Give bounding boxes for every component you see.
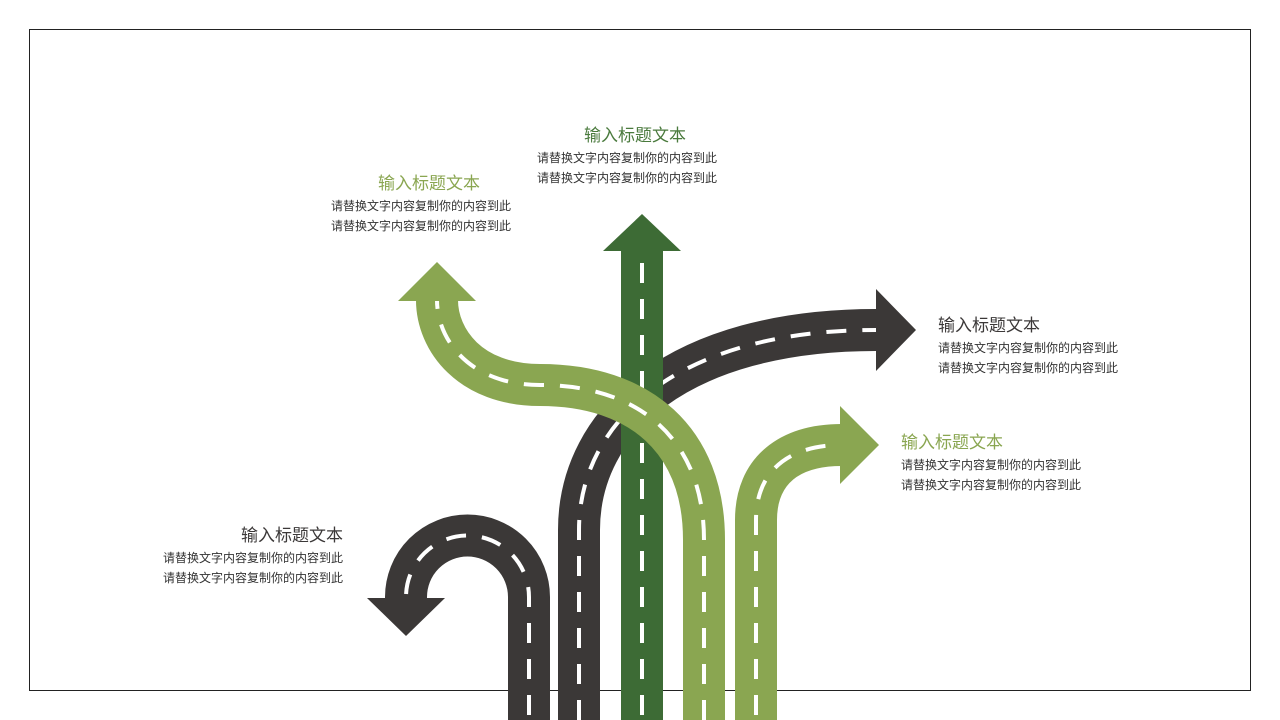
text-block-bottom-left: 输入标题文本 请替换文字内容复制你的内容到此 请替换文字内容复制你的内容到此 <box>143 524 343 588</box>
block-title: 输入标题文本 <box>584 126 686 146</box>
text-block-top-center: 输入标题文本 请替换文字内容复制你的内容到此 请替换文字内容复制你的内容到此 <box>537 124 733 188</box>
road-dark-green-up <box>603 214 681 720</box>
block-text-line: 请替换文字内容复制你的内容到此 <box>331 219 512 233</box>
arrow-down-icon <box>367 598 445 636</box>
arrow-up-left-icon <box>398 262 476 301</box>
arrow-right-icon <box>876 289 916 371</box>
block-title: 输入标题文本 <box>901 433 1003 453</box>
block-title: 输入标题文本 <box>938 316 1040 336</box>
block-text-line: 请替换文字内容复制你的内容到此 <box>901 458 1082 472</box>
text-block-right-upper: 输入标题文本 请替换文字内容复制你的内容到此 请替换文字内容复制你的内容到此 <box>938 314 1138 378</box>
road-dark-uturn <box>367 514 550 720</box>
block-text-line: 请替换文字内容复制你的内容到此 <box>537 171 718 185</box>
block-title: 输入标题文本 <box>378 174 480 194</box>
arrow-up-icon <box>603 214 681 251</box>
block-text-line: 请替换文字内容复制你的内容到此 <box>938 361 1119 375</box>
block-title: 输入标题文本 <box>241 526 343 546</box>
text-block-right-lower: 输入标题文本 请替换文字内容复制你的内容到此 请替换文字内容复制你的内容到此 <box>901 431 1101 495</box>
block-text-line: 请替换文字内容复制你的内容到此 <box>162 571 343 585</box>
road-green-left-up <box>398 262 725 720</box>
block-text-line: 请替换文字内容复制你的内容到此 <box>331 199 512 213</box>
block-text-line: 请替换文字内容复制你的内容到此 <box>537 151 718 165</box>
road-green-right <box>735 406 879 720</box>
block-text-line: 请替换文字内容复制你的内容到此 <box>938 341 1119 355</box>
block-text-line: 请替换文字内容复制你的内容到此 <box>901 478 1082 492</box>
block-text-line: 请替换文字内容复制你的内容到此 <box>162 551 343 565</box>
arrow-right-icon <box>840 406 879 484</box>
text-block-top-left: 输入标题文本 请替换文字内容复制你的内容到此 请替换文字内容复制你的内容到此 <box>331 172 527 236</box>
